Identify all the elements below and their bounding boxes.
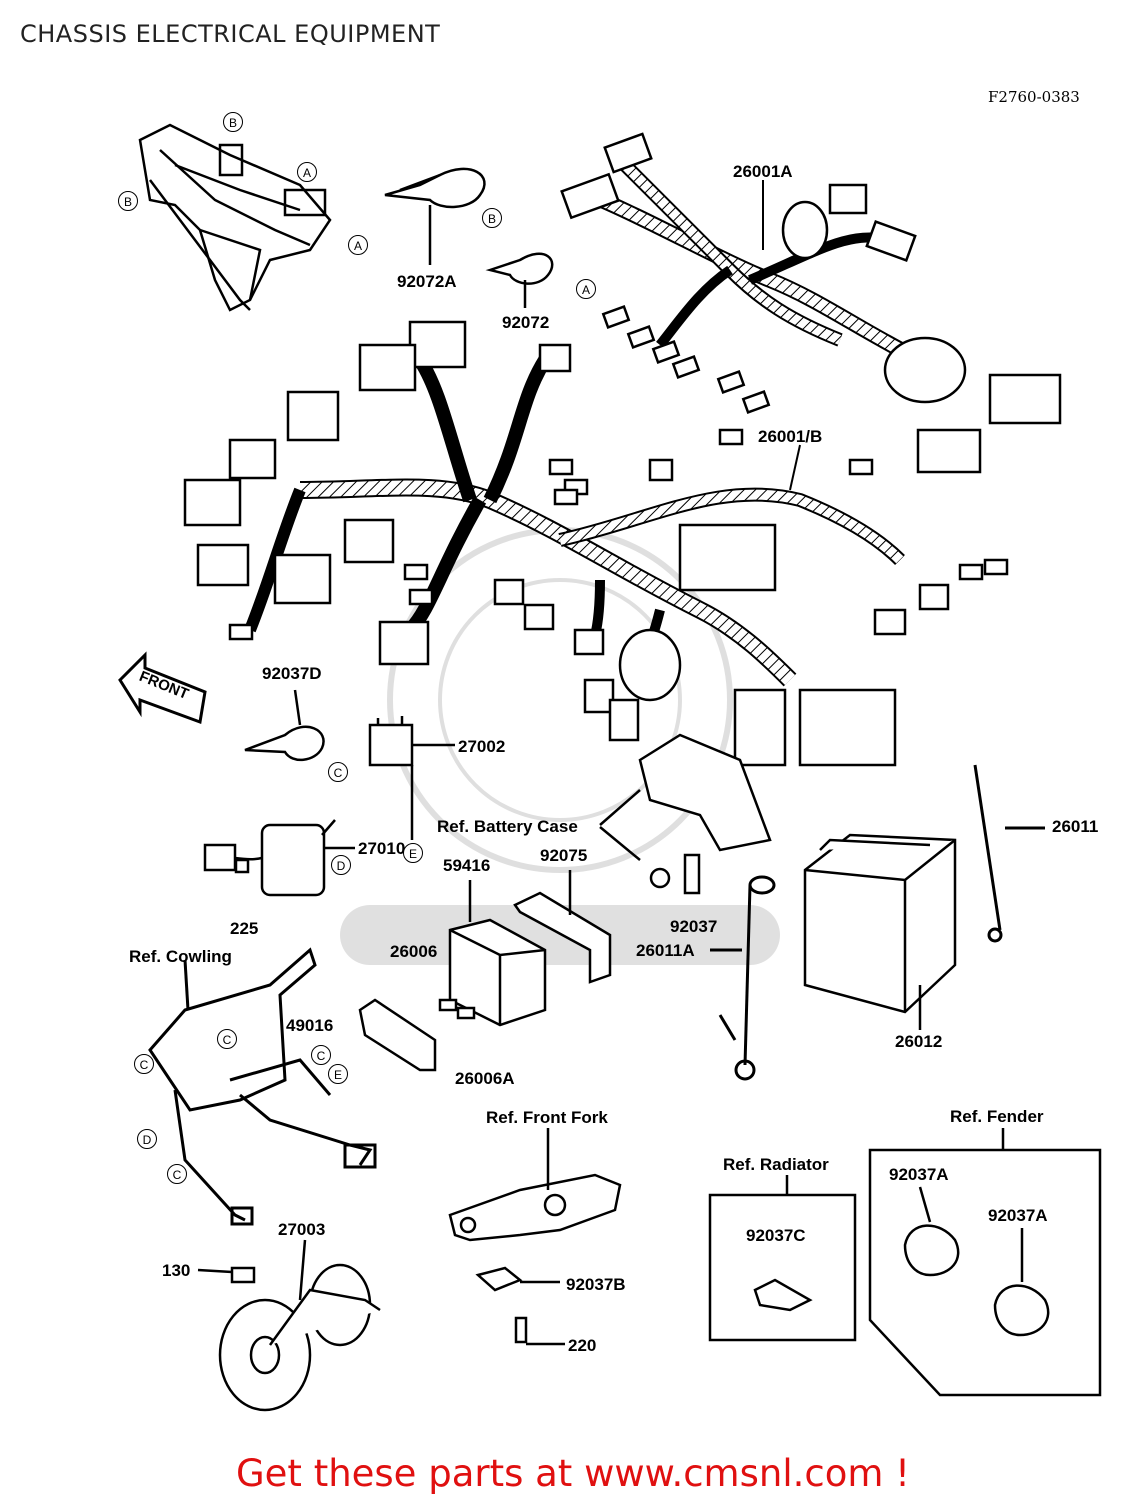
part-label-130: 130 bbox=[162, 1261, 191, 1280]
callout-c: C bbox=[134, 1054, 154, 1074]
callout-c: C bbox=[217, 1029, 237, 1049]
cover-49016 bbox=[358, 998, 437, 1072]
cable-26011a bbox=[710, 875, 776, 1081]
callout-c: C bbox=[328, 762, 348, 782]
callout-a: A bbox=[297, 162, 317, 182]
ref-label-cowling: Ref. Cowling bbox=[129, 947, 232, 966]
exploded-diagram bbox=[118, 123, 1102, 1412]
part-label-92037a-1: 92037A bbox=[889, 1165, 949, 1184]
callout-a: A bbox=[348, 235, 368, 255]
part-label-225: 225 bbox=[230, 919, 259, 938]
part-label-26011a: 26011A bbox=[636, 941, 695, 960]
callout-a: A bbox=[576, 279, 596, 299]
front-arrow bbox=[118, 651, 207, 725]
part-label-92072a: 92072A bbox=[397, 272, 457, 291]
battery-strap-92075 bbox=[513, 870, 612, 984]
cable-tie-92037d bbox=[244, 689, 325, 761]
callout-d: D bbox=[331, 855, 351, 875]
part-label-92037b: 92037B bbox=[566, 1275, 626, 1294]
part-label-27002: 27002 bbox=[458, 737, 506, 756]
part-label-59416: 59416 bbox=[443, 856, 491, 875]
part-label-26011: 26011 bbox=[1052, 817, 1099, 836]
part-label-27003: 27003 bbox=[278, 1220, 326, 1239]
figure-code: F2760-0383 bbox=[988, 88, 1080, 106]
battery-case-bracket bbox=[599, 733, 772, 895]
horn-27003 bbox=[197, 1239, 381, 1412]
callout-c: C bbox=[311, 1045, 331, 1065]
part-label-49016: 49016 bbox=[286, 1016, 334, 1035]
cable-tie-92072a bbox=[384, 167, 486, 265]
part-label-92075: 92075 bbox=[540, 846, 588, 865]
battery-26012 bbox=[803, 833, 957, 1030]
front-fork-bracket bbox=[448, 1128, 622, 1346]
part-label-92037c: 92037C bbox=[746, 1226, 806, 1245]
part-label-26001b: 26001/B bbox=[758, 427, 823, 446]
part-label-26001a: 26001A bbox=[733, 162, 793, 181]
callout-d: D bbox=[137, 1129, 157, 1149]
relay-27002 bbox=[368, 716, 455, 840]
frame-drawing bbox=[138, 123, 332, 312]
callout-e: E bbox=[328, 1064, 348, 1084]
ref-label-battery-case: Ref. Battery Case bbox=[437, 817, 578, 836]
part-label-26006a: 26006A bbox=[455, 1069, 515, 1088]
part-label-92037a-2: 92037A bbox=[988, 1206, 1048, 1225]
callout-b: B bbox=[223, 112, 243, 132]
part-label-26012: 26012 bbox=[895, 1032, 943, 1051]
ref-label-front-fork: Ref. Front Fork bbox=[486, 1108, 608, 1127]
callout-b: B bbox=[482, 208, 502, 228]
cable-26011 bbox=[973, 764, 1045, 943]
unit-27010 bbox=[203, 819, 355, 897]
cable-tie-92072 bbox=[485, 252, 554, 308]
part-label-92037: 92037 bbox=[670, 917, 718, 936]
sub-harness-26001a bbox=[560, 132, 1062, 474]
callout-b: B bbox=[118, 191, 138, 211]
page-title: CHASSIS ELECTRICAL EQUIPMENT bbox=[20, 20, 441, 48]
part-label-92072: 92072 bbox=[502, 313, 550, 332]
callout-e: E bbox=[403, 843, 423, 863]
part-label-220: 220 bbox=[568, 1336, 597, 1355]
ref-label-radiator: Ref. Radiator bbox=[723, 1155, 829, 1174]
fender-reference-box bbox=[868, 1128, 1102, 1397]
footer-advert: Get these parts at www.cmsnl.com ! bbox=[235, 1452, 910, 1495]
cowling-bracket bbox=[148, 947, 377, 1226]
part-label-92037d: 92037D bbox=[262, 664, 322, 683]
radiator-reference-box bbox=[708, 1175, 857, 1342]
ref-label-fender: Ref. Fender bbox=[950, 1107, 1044, 1126]
main-harness-26001b bbox=[183, 320, 1009, 767]
callout-c: C bbox=[167, 1164, 187, 1184]
part-label-27010: 27010 bbox=[358, 839, 406, 858]
part-label-26006: 26006 bbox=[390, 942, 438, 961]
fuse-box-26006 bbox=[438, 880, 547, 1027]
